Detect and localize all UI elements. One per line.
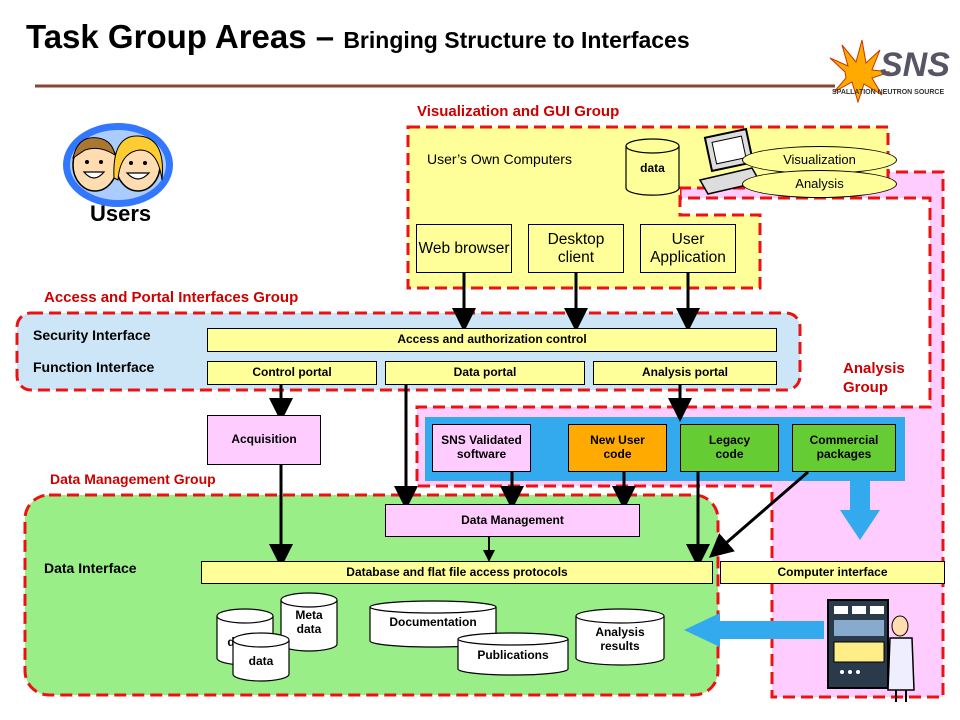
computer-illustration [698,127,762,195]
data-management-group-label: Data Management Group [50,471,216,487]
analysis-results-cylinder: Analysis results [575,608,665,666]
publications-cylinder-label: Publications [477,648,549,663]
arrow-commercial-to-db [708,470,809,558]
function-interface-label: Function Interface [33,359,155,375]
security-interface-label: Security Interface [33,327,151,343]
computer-interface-box[interactable]: Computer interface [720,561,945,584]
web-browser-box[interactable]: Web browser [416,224,512,273]
sns-logo-caption: SPALLATION NEUTRON SOURCE [832,89,945,96]
visualization-oval-label: Visualization [783,151,856,167]
users-illustration [63,123,173,207]
title-sub: Bringing Structure to Interfaces [343,27,690,53]
analysis-oval[interactable]: Analysis [742,170,897,198]
sns-logo-burst [829,39,891,104]
mainframe-illustration [827,599,915,702]
meta-data-cylinder-label: Meta data [295,608,323,636]
analysis-group-label: Analysis Group [843,360,905,396]
acquisition-box[interactable]: Acquisition [207,415,321,465]
data-cylinder-vis-label: data [640,161,665,176]
data-cylinder-front-label: data [248,654,274,669]
data-cylinder-front: data [232,632,290,682]
analysis-portal-box[interactable]: Analysis portal [593,361,777,385]
sns-validated-software-box[interactable]: SNS Validated software [432,424,531,472]
legacy-code-box[interactable]: Legacy code [680,424,779,472]
analysis-oval-label: Analysis [795,175,844,191]
publications-cylinder: Publications [457,632,569,676]
analysis-results-cylinder-label: Analysis results [595,625,645,653]
visualization-group-label: Visualization and GUI Group [417,103,620,120]
data-management-box[interactable]: Data Management [385,504,640,537]
db-protocols-box[interactable]: Database and flat file access protocols [201,561,713,584]
title-main: Task Group Areas [26,18,307,55]
commercial-packages-box[interactable]: Commercial packages [792,424,896,472]
control-portal-box[interactable]: Control portal [207,361,377,385]
user-application-box[interactable]: User Application [640,224,736,273]
data-cylinder-back-label: d [227,635,235,650]
sns-logo-letters: SNS [880,46,950,84]
title-dash: – [306,18,344,55]
blue-arrow-left [684,613,824,647]
blue-arrow-down [840,481,880,540]
data-portal-box[interactable]: Data portal [385,361,585,385]
access-group-label: Access and Portal Interfaces Group [44,289,299,306]
users-label: Users [90,201,152,226]
access-control-box[interactable]: Access and authorization control [207,328,777,352]
new-user-code-box[interactable]: New User code [568,424,667,472]
own-computers-label: User’s Own Computers [427,151,572,167]
desktop-client-box[interactable]: Desktop client [528,224,624,273]
data-interface-label: Data Interface [44,560,137,576]
meta-data-cylinder: Meta data [280,592,338,652]
page-title: Task Group Areas – Bringing Structure to… [26,18,690,56]
data-cylinder-vis: data [625,138,680,196]
documentation-cylinder-label: Documentation [389,615,477,630]
